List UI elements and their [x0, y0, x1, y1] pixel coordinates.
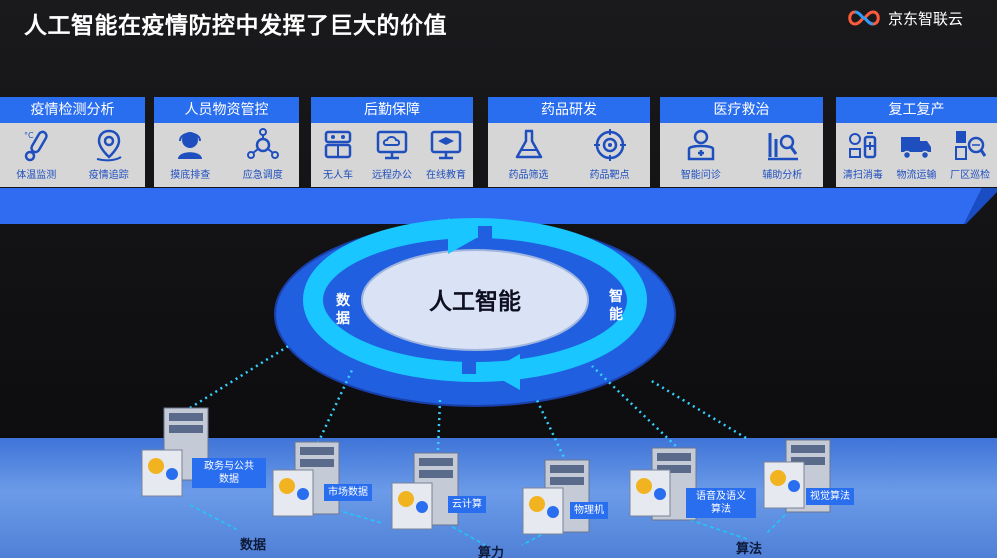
inspection-icon — [955, 131, 987, 160]
bottom-label-compute: 算力 — [478, 546, 505, 558]
item-label: 厂区巡检 — [950, 170, 991, 181]
server-label: 语音及语义 算法 — [686, 488, 756, 518]
ring-label-left: 数据 — [336, 293, 350, 327]
flask-icon — [515, 129, 542, 159]
item-label: 摸底排查 — [170, 170, 211, 181]
cloud-monitor-icon — [376, 130, 408, 160]
category-header: 医疗救治 — [660, 97, 823, 123]
item-label: 物流运输 — [896, 170, 937, 181]
svg-text:°C: °C — [24, 131, 34, 140]
server-label: 市场数据 — [324, 484, 372, 501]
item-label: 远程办公 — [372, 170, 412, 181]
logo-text: 京东智联云 — [888, 9, 964, 28]
platform-band — [0, 188, 997, 224]
item-label: 辅助分析 — [762, 170, 803, 181]
slide-title: 人工智能在疫情防控中发挥了巨大的价值 — [24, 13, 447, 39]
server-label: 视觉算法 — [806, 488, 854, 505]
app-item: 在线教育 — [421, 123, 471, 181]
server-rack-icons — [141, 407, 831, 535]
app-item: 疫情追踪 — [84, 123, 134, 181]
category-header: 复工复产 — [836, 97, 997, 123]
app-item: 无人车 — [313, 123, 363, 181]
category-logistics: 后勤保障 无人车 远程办公 在线教育 — [311, 97, 473, 187]
app-item: °C 体温监测 — [11, 123, 61, 181]
bottom-label-data: 数据 — [240, 538, 267, 553]
category-drug-rd: 药品研发 药品筛选 药品靶点 — [488, 97, 650, 187]
category-epidemic-detection: 疫情检测分析 °C 体温监测 疫情追踪 — [0, 97, 145, 187]
app-item: 辅助分析 — [757, 123, 807, 181]
graduation-monitor-icon — [430, 130, 462, 160]
server-label: 政务与公共 数据 — [192, 458, 266, 488]
item-label: 药品靶点 — [589, 170, 630, 181]
ring-label-right: 智能 — [609, 289, 623, 323]
category-medical-treatment: 医疗救治 智能问诊 辅助分析 — [660, 97, 823, 187]
target-icon — [593, 129, 626, 161]
network-hub-icon — [246, 128, 279, 159]
app-item: 药品靶点 — [585, 123, 635, 181]
item-label: 在线教育 — [426, 170, 466, 181]
doctor-icon — [687, 129, 714, 161]
bottom-label-algorithm: 算法 — [736, 542, 763, 557]
item-label: 智能问诊 — [680, 170, 721, 181]
app-item: 药品筛选 — [504, 123, 554, 181]
category-personnel-control: 人员物资管控 摸底排查 应急调度 — [154, 97, 299, 187]
ai-core-label: 人工智能 — [429, 289, 521, 315]
location-pin-icon — [96, 129, 122, 162]
analysis-chart-icon — [768, 133, 799, 161]
person-headset-icon — [178, 132, 203, 159]
item-label: 无人车 — [323, 170, 353, 181]
item-label: 体温监测 — [16, 170, 57, 181]
server-label: 物理机 — [570, 502, 608, 519]
logo-infinity-icon — [848, 10, 880, 26]
app-item: 摸底排查 — [165, 123, 215, 181]
item-label: 清扫消毒 — [842, 170, 883, 181]
category-header: 疫情检测分析 — [0, 97, 145, 123]
item-label: 应急调度 — [242, 170, 283, 181]
logo: 京东智联云 — [846, 6, 963, 30]
item-label: 疫情追踪 — [88, 170, 129, 181]
category-header: 后勤保障 — [311, 97, 473, 123]
app-item: 远程办公 — [367, 123, 417, 181]
category-header: 人员物资管控 — [154, 97, 299, 123]
truck-icon — [901, 137, 932, 160]
app-item: 应急调度 — [238, 123, 288, 181]
disinfect-icon — [848, 132, 877, 159]
app-item: 厂区巡检 — [945, 123, 995, 181]
category-header: 药品研发 — [488, 97, 650, 123]
app-item: 清扫消毒 — [838, 123, 888, 181]
thermometer-icon: °C — [24, 130, 48, 162]
server-label: 云计算 — [448, 496, 486, 513]
app-item: 智能问诊 — [676, 123, 726, 181]
category-work-resumption: 复工复产 清扫消毒 物流运输 厂区巡检 — [836, 97, 997, 187]
app-item: 物流运输 — [891, 123, 941, 181]
item-label: 药品筛选 — [508, 170, 549, 181]
robot-vehicle-icon — [324, 130, 352, 159]
